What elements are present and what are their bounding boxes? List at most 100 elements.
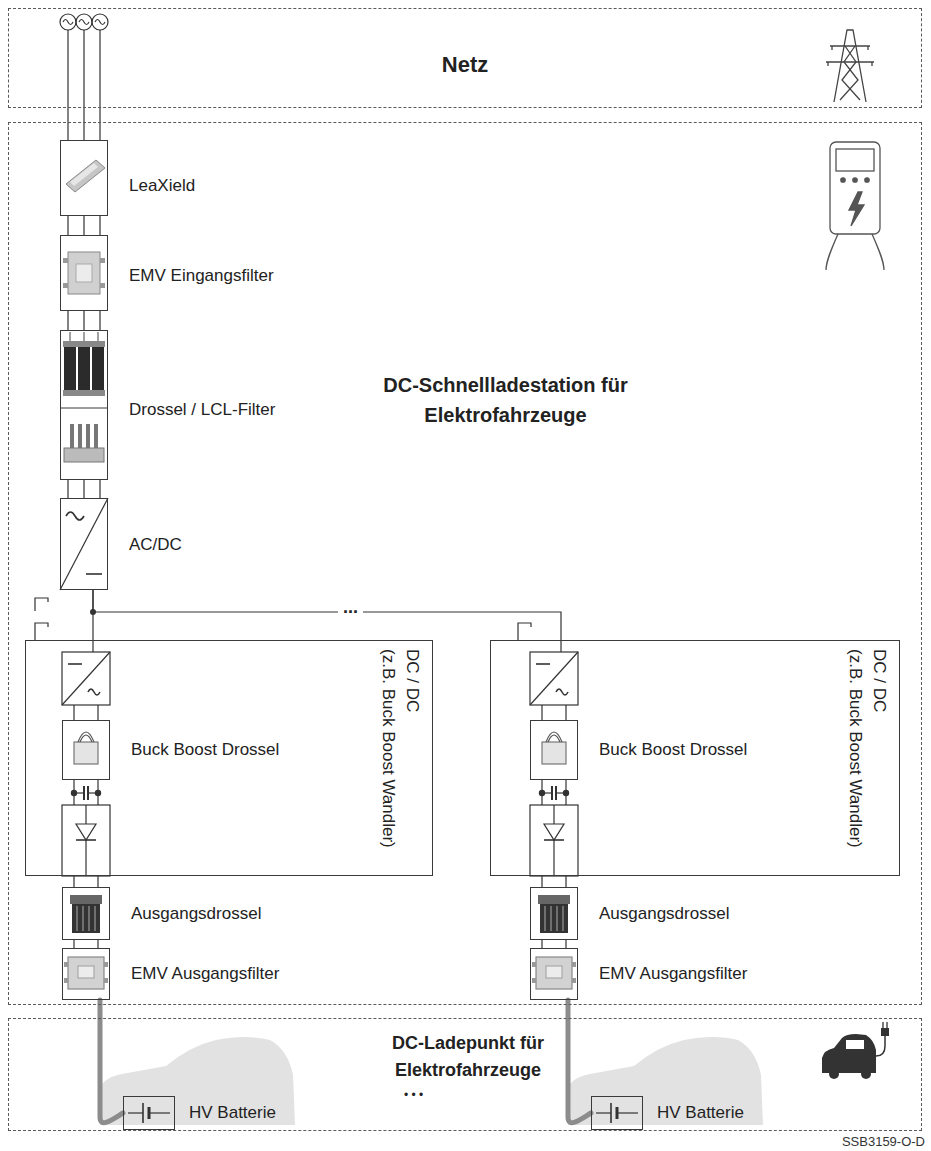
wire-connector bbox=[542, 940, 566, 948]
choke-device-part bbox=[64, 448, 104, 462]
choke-device-part bbox=[78, 424, 82, 448]
ac-sources-part bbox=[60, 14, 76, 30]
wire-connector bbox=[74, 876, 98, 887]
ac-sources-part bbox=[76, 14, 92, 30]
component-label: EMV Ausgangsfilter bbox=[599, 963, 747, 985]
ev-charging-icon-part bbox=[822, 1034, 876, 1073]
wire-connector bbox=[74, 940, 98, 948]
band-title: Netz bbox=[9, 52, 921, 78]
choke-device-part bbox=[98, 332, 99, 341]
emv-input-filter-device-part bbox=[100, 283, 105, 288]
choke-device-part bbox=[78, 347, 90, 390]
wire-connector bbox=[68, 108, 100, 140]
choke-device-part bbox=[92, 347, 104, 390]
component-label: Drossel / LCL-Filter bbox=[129, 399, 275, 421]
power-pylon-part bbox=[834, 30, 866, 102]
component-box: LeaXield bbox=[60, 140, 108, 216]
component-label: Ausgangsdrossel bbox=[131, 903, 261, 925]
leaxield-device-part bbox=[70, 163, 98, 186]
wire-connector bbox=[68, 216, 100, 235]
component-label: EMV Eingangsfilter bbox=[129, 265, 274, 287]
illustration-part bbox=[62, 640, 110, 989]
leaxield-device-part bbox=[66, 160, 105, 192]
component-box: EMV Ausgangsfilter bbox=[62, 948, 110, 1000]
emv-input-filter-device-part bbox=[76, 264, 92, 282]
ac-sources-part bbox=[79, 20, 89, 25]
choke-device-part bbox=[84, 332, 85, 341]
battery-label: HV Batterie bbox=[657, 1102, 744, 1124]
ac-dc-symbol-part bbox=[86, 573, 102, 575]
band-title: DC-Schnellladestation für Elektrofahrzeu… bbox=[373, 370, 638, 430]
ellipsis-label: • • • bbox=[404, 1088, 423, 1102]
ev-charging-icon-part bbox=[881, 1028, 889, 1036]
converter-label: (z.B. Buck Boost Wandler) bbox=[843, 649, 867, 874]
switch-symbols bbox=[35, 598, 531, 640]
switch-symbols-part bbox=[518, 623, 531, 640]
ac-sources-part bbox=[83, 30, 84, 108]
emv-input-filter-device-part bbox=[68, 252, 100, 294]
choke-device-part bbox=[63, 390, 105, 396]
choke-device-part bbox=[70, 332, 71, 341]
component-label: Ausgangsdrossel bbox=[599, 903, 729, 925]
switch-symbols-part bbox=[35, 623, 48, 640]
component-box: Drossel / LCL-Filter bbox=[60, 330, 108, 480]
multimeter-icon-part bbox=[865, 178, 869, 182]
illustration-part bbox=[98, 1037, 295, 1125]
ac-dc-symbol-part bbox=[60, 498, 108, 590]
ev-charging-icon-part bbox=[846, 1040, 864, 1049]
choke-device-part bbox=[60, 408, 108, 409]
component-label: Buck Boost Drossel bbox=[131, 739, 279, 761]
choke-device bbox=[60, 332, 108, 462]
component-label: LeaXield bbox=[129, 175, 195, 197]
multimeter-icon-part bbox=[853, 178, 857, 182]
wire-connector bbox=[93, 590, 561, 640]
choke-device-part bbox=[70, 424, 74, 448]
document-code: SSB3159-O-D bbox=[842, 1134, 925, 1149]
ac-sources-part bbox=[99, 30, 100, 108]
rotated-label-group: DC / DC(z.B. Buck Boost Wandler) bbox=[376, 649, 424, 874]
ev-charging-icon-part bbox=[829, 1069, 839, 1079]
converter-label: (z.B. Buck Boost Wandler) bbox=[376, 649, 400, 874]
ev-charging-icon-part bbox=[886, 1022, 887, 1028]
ev-charging-icon-part bbox=[876, 1036, 885, 1056]
component-box: Ausgangsdrossel bbox=[62, 887, 110, 940]
multimeter-icon-part bbox=[836, 149, 874, 171]
illustration-part bbox=[530, 640, 578, 989]
multimeter-icon bbox=[826, 142, 884, 270]
wire-connector bbox=[68, 311, 100, 330]
emv-input-filter-device bbox=[63, 252, 105, 294]
battery-label: HV Batterie bbox=[189, 1102, 276, 1124]
ac-sources bbox=[60, 14, 108, 108]
ev-charging-icon-part bbox=[882, 1022, 883, 1028]
converter-label: DC / DC bbox=[400, 649, 424, 874]
ac-dc-symbol-part bbox=[66, 512, 84, 520]
emv-input-filter-device-part bbox=[63, 258, 68, 263]
choke-device-part bbox=[94, 424, 98, 448]
ac-sources-part bbox=[95, 20, 105, 25]
component-box: Buck Boost Drossel bbox=[530, 720, 578, 780]
illustration-part bbox=[566, 1037, 763, 1125]
component-label: AC/DC bbox=[129, 534, 182, 556]
component-box: EMV Eingangsfilter bbox=[60, 235, 108, 311]
ac-sources-part bbox=[67, 30, 68, 108]
multimeter-icon-part bbox=[830, 142, 880, 234]
choke-device-part bbox=[64, 347, 76, 390]
ac-sources-part bbox=[63, 20, 73, 25]
wire-connector bbox=[542, 876, 566, 887]
power-pylon-part bbox=[828, 46, 872, 66]
power-pylon-part bbox=[840, 46, 860, 100]
ellipsis-label: ... bbox=[338, 597, 363, 617]
station-band: DC-Schnellladestation für Elektrofahrzeu… bbox=[8, 122, 922, 1005]
ac-sources-part bbox=[92, 14, 108, 30]
emv-input-filter-device-part bbox=[63, 283, 68, 288]
component-box: Buck Boost Drossel bbox=[62, 720, 110, 780]
switch-symbols-part bbox=[35, 598, 48, 611]
leaxield-device bbox=[66, 160, 105, 192]
power-pylon bbox=[826, 30, 874, 102]
converter-label: DC / DC bbox=[867, 649, 891, 874]
dcdc-box: DC / DC(z.B. Buck Boost Wandler) Buck Boo… bbox=[490, 640, 900, 876]
battery-box: HV Batterie bbox=[591, 1096, 643, 1130]
charging-point-band: DC-Ladepunkt für ElektrofahrzeugeHV Batt… bbox=[8, 1018, 922, 1131]
choke-device-part bbox=[63, 341, 105, 347]
